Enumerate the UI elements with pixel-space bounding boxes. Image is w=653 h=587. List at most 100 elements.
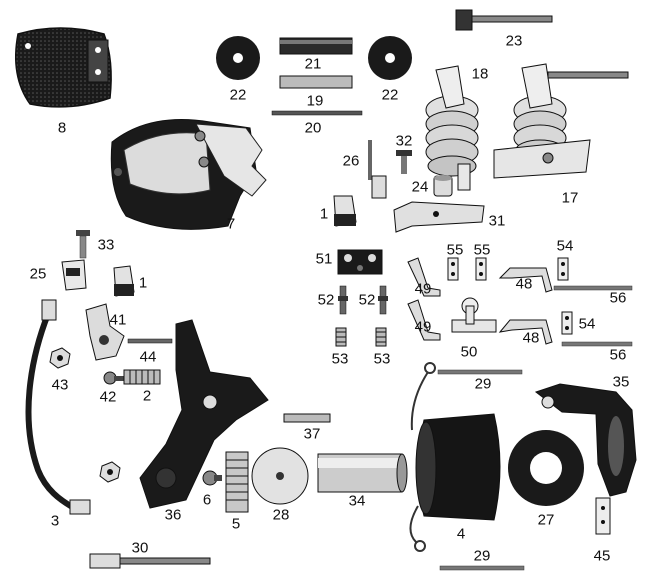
label-45: 45: [593, 547, 611, 565]
part-31-lever: [393, 201, 485, 233]
label-50: 50: [460, 343, 478, 361]
part-28-disc: [251, 447, 309, 505]
part-6-screw: [202, 470, 222, 486]
label-5: 5: [231, 515, 241, 533]
part-53-spring-right: [375, 327, 387, 347]
label-1-upper: 1: [319, 205, 329, 223]
label-54-upper: 54: [556, 237, 574, 255]
part-48-contact-arm-upper: [498, 267, 553, 293]
part-52-pin-right: [378, 285, 388, 315]
label-19: 19: [306, 92, 324, 110]
part-19-sleeve: [279, 75, 353, 89]
label-25: 25: [29, 265, 47, 283]
label-51: 51: [315, 250, 333, 268]
label-41: 41: [109, 311, 127, 329]
part-35-frame: [534, 383, 637, 497]
part-5-spring: [225, 451, 249, 513]
label-28: 28: [272, 506, 290, 524]
part-22-washer-right: [368, 36, 412, 80]
part-26-pin: [368, 140, 387, 199]
label-52-left: 52: [317, 291, 335, 309]
part-48-contact-arm-lower: [498, 319, 553, 345]
part-30-bolt: [89, 553, 211, 569]
part-45-plate: [595, 497, 611, 535]
label-55-right: 55: [473, 241, 491, 259]
label-8: 8: [57, 119, 67, 137]
label-48-upper: 48: [515, 275, 533, 293]
part-21-sleeve: [279, 37, 353, 55]
label-27: 27: [537, 511, 555, 529]
label-18: 18: [471, 65, 489, 83]
part-54-plate-lower: [561, 311, 573, 335]
part-2-spring: [123, 369, 161, 385]
label-29-upper: 29: [474, 375, 492, 393]
part-4-coil: [409, 362, 501, 552]
label-37: 37: [303, 425, 321, 443]
label-36: 36: [164, 506, 182, 524]
label-31: 31: [488, 212, 506, 230]
label-6: 6: [202, 491, 212, 509]
label-2: 2: [142, 387, 152, 405]
part-24-bushing: [433, 175, 453, 197]
label-32: 32: [395, 132, 413, 150]
part-1-bracket-lower: [113, 265, 135, 297]
label-44: 44: [139, 348, 157, 366]
label-33: 33: [97, 236, 115, 254]
part-18-spring-assembly: [425, 65, 479, 191]
part-53-spring-left: [335, 327, 347, 347]
part-52-pin-left: [338, 285, 348, 315]
label-35: 35: [612, 373, 630, 391]
part-44-pin: [127, 338, 173, 344]
part-32-screw: [396, 150, 412, 174]
part-20-rod: [271, 110, 363, 116]
part-34-core: [317, 453, 408, 493]
part-37-pin: [283, 413, 331, 423]
label-26: 26: [342, 152, 360, 170]
part-17-spring-assembly: [493, 63, 629, 179]
label-56-lower: 56: [609, 346, 627, 364]
label-30: 30: [131, 539, 149, 557]
label-54-lower: 54: [578, 315, 596, 333]
part-55-plate-left: [447, 257, 459, 281]
part-42-screw: [103, 371, 124, 385]
part-50-contact-bridge: [451, 297, 497, 333]
part-55-plate-right: [475, 257, 487, 281]
label-53-right: 53: [373, 350, 391, 368]
label-53-left: 53: [331, 350, 349, 368]
label-4: 4: [456, 525, 466, 543]
label-7: 7: [226, 215, 236, 233]
part-54-plate-upper: [557, 257, 569, 281]
part-25-clip: [61, 259, 87, 291]
label-55-left: 55: [446, 241, 464, 259]
part-3-braided-lead: [25, 299, 91, 515]
part-27-ring-washer: [508, 430, 584, 506]
label-3: 3: [50, 512, 60, 530]
label-22-right: 22: [381, 86, 399, 104]
label-49-upper: 49: [414, 280, 432, 298]
part-nut: [99, 461, 121, 483]
part-49-contact-arm-lower: [407, 299, 441, 341]
label-43: 43: [51, 376, 69, 394]
part-56-rod-upper: [553, 285, 633, 291]
label-56-upper: 56: [609, 289, 627, 307]
label-17: 17: [561, 189, 579, 207]
label-23: 23: [505, 32, 523, 50]
label-29-lower: 29: [473, 547, 491, 565]
label-49-lower: 49: [414, 318, 432, 336]
part-7-housing: [110, 119, 267, 230]
label-52-right: 52: [358, 291, 376, 309]
label-21: 21: [304, 55, 322, 73]
label-42: 42: [99, 388, 117, 406]
part-33-screw: [76, 230, 90, 259]
label-24: 24: [411, 178, 429, 196]
label-22-left: 22: [229, 86, 247, 104]
part-29-rod-upper: [437, 369, 523, 375]
part-51-terminal-block: [337, 249, 383, 275]
part-22-washer-left: [216, 36, 260, 80]
part-56-rod-lower: [561, 341, 633, 347]
label-1-lower: 1: [138, 274, 148, 292]
part-23-screw: [455, 9, 553, 31]
label-48-lower: 48: [522, 329, 540, 347]
